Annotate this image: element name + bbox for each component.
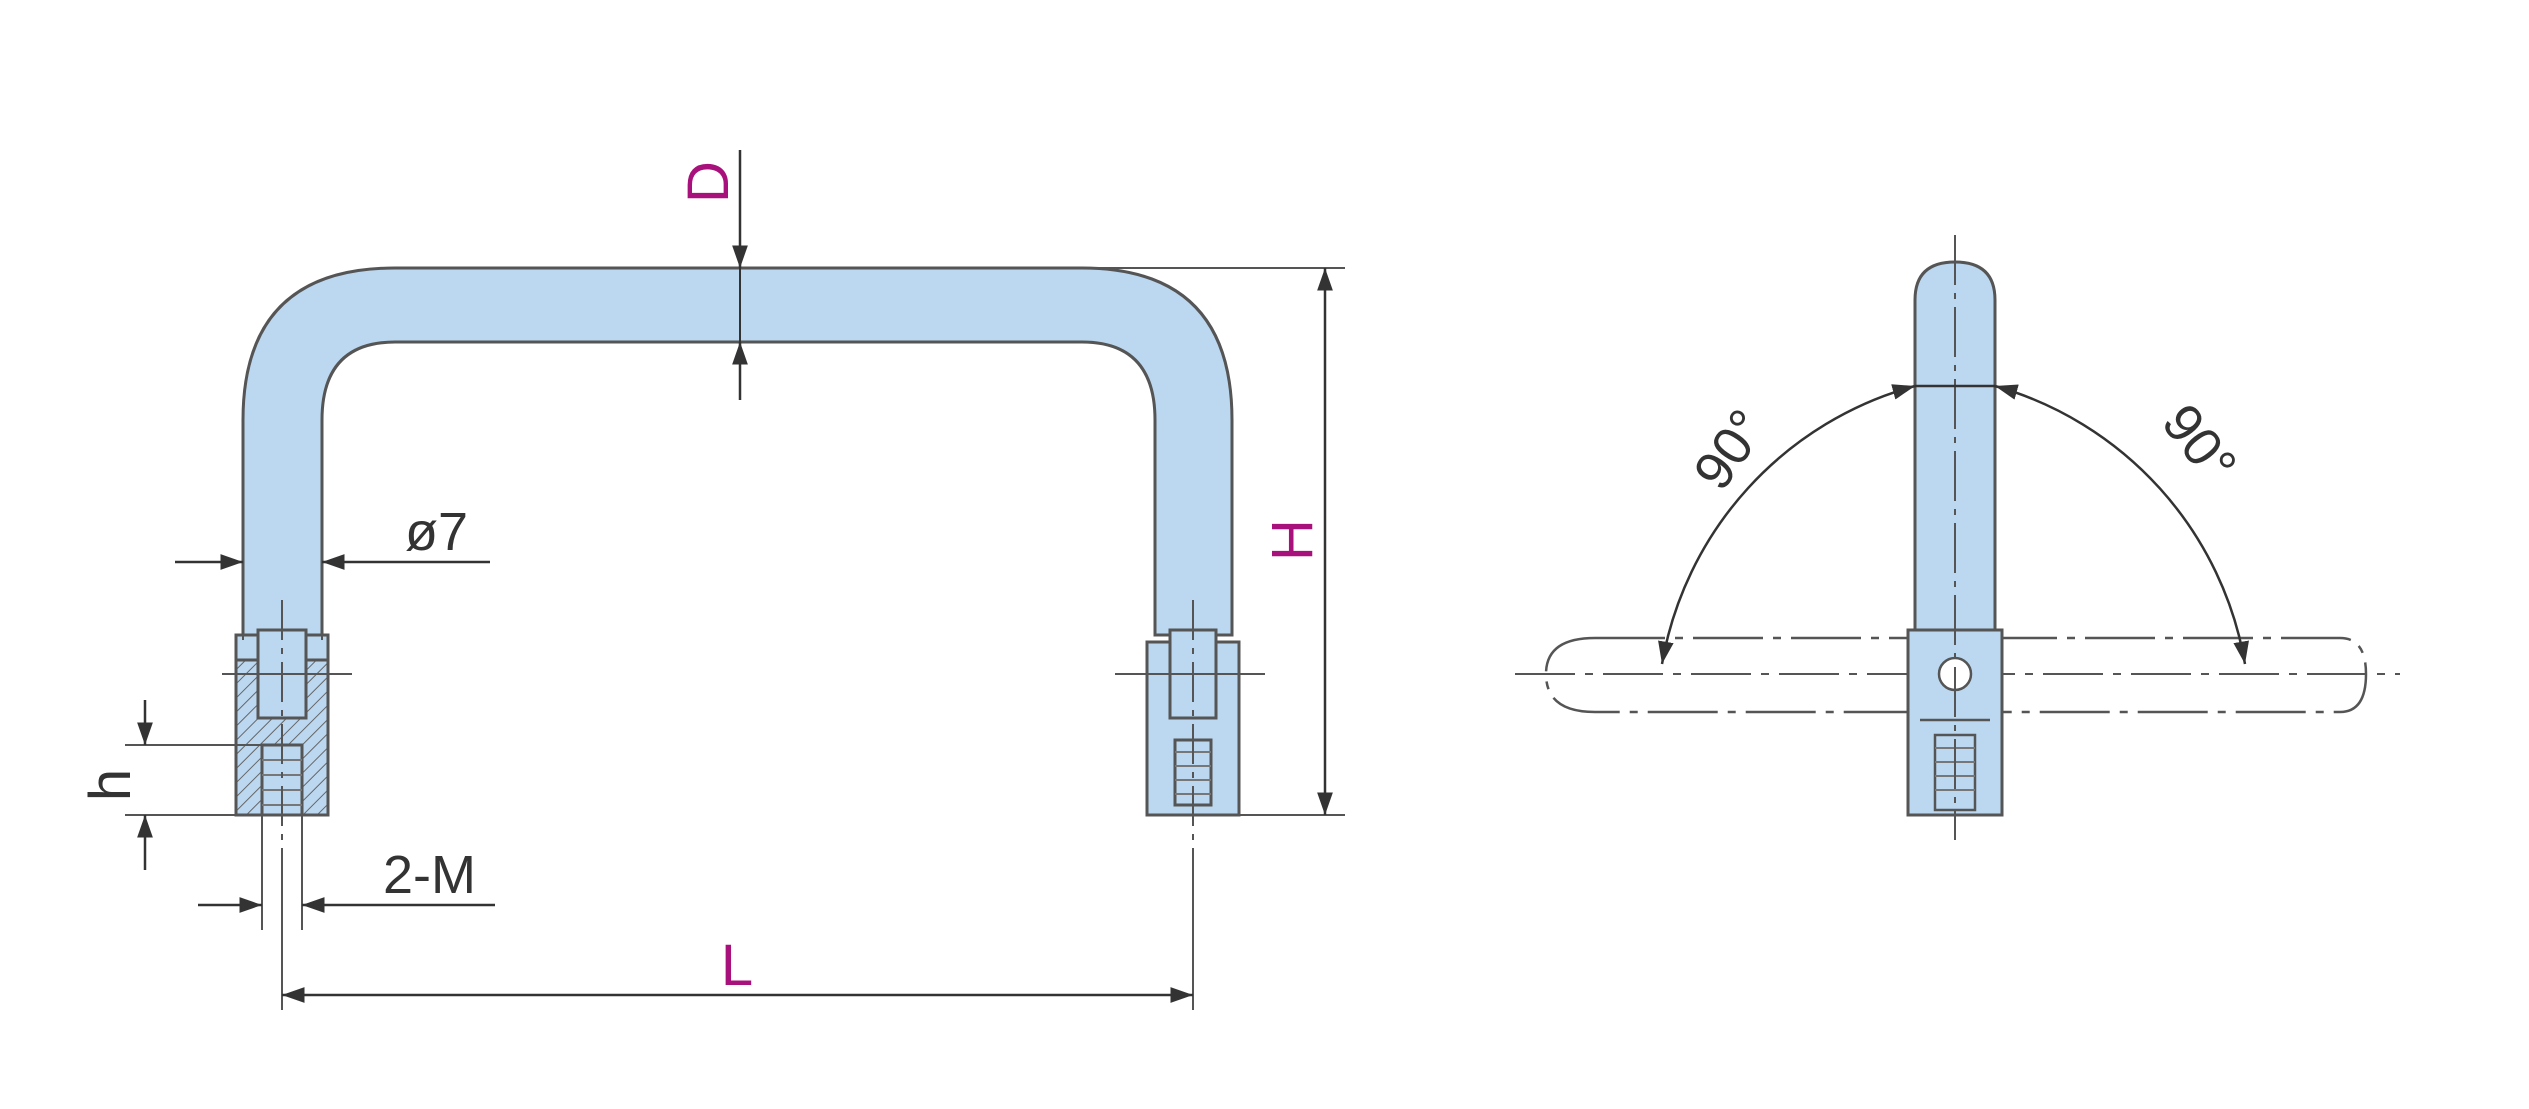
- upright-handle: [1913, 260, 1997, 632]
- angle-arc-left: [1658, 384, 1916, 665]
- label-H: H: [1260, 519, 1325, 561]
- label-angle-right: 90°: [2150, 393, 2248, 494]
- front-view: D H L h ø7 2-M: [78, 150, 1345, 1010]
- dim-thread: [198, 815, 495, 930]
- dim-h: [125, 700, 262, 870]
- label-diameter: ø7: [405, 502, 468, 562]
- handle-body: [241, 266, 1234, 637]
- label-thread: 2-M: [383, 845, 476, 905]
- dim-diameter: [175, 540, 490, 640]
- label-h: h: [78, 769, 143, 801]
- label-L: L: [721, 933, 753, 998]
- label-angle-left: 90°: [1682, 399, 1778, 500]
- label-D: D: [676, 161, 741, 203]
- angle-arc-right: [1994, 384, 2249, 665]
- dim-H: [1082, 267, 1345, 816]
- dim-L: [281, 860, 1194, 1010]
- left-base: [222, 628, 352, 817]
- folded-position-outline: [1544, 636, 2368, 714]
- right-base: [1115, 628, 1265, 817]
- side-view: 90° 90°: [1515, 235, 2400, 840]
